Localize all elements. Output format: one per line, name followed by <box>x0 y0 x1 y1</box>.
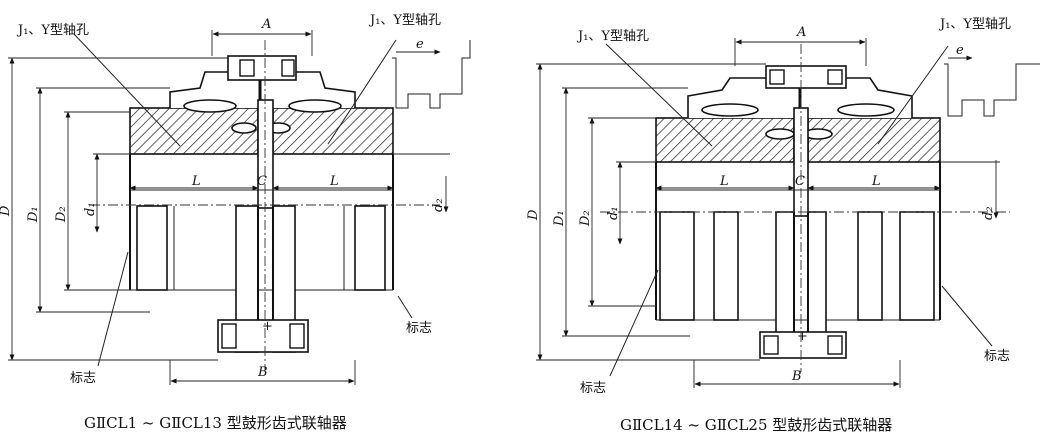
right-coupling-drawing: + <box>536 38 1040 388</box>
right-dim-C: C <box>795 174 805 189</box>
svg-text:+: + <box>797 329 808 344</box>
left-dim-d1: d₁ <box>83 202 98 216</box>
left-dim-A: A <box>261 17 271 32</box>
right-labels: J₁、Y型轴孔 J₁、Y型轴孔 A e C L L B D D₁ D₂ d₁ d… <box>526 17 1011 434</box>
right-dim-D1: D₁ <box>552 210 567 227</box>
right-mark-label-left: 标志 <box>580 381 606 396</box>
right-dim-A: A <box>796 25 806 40</box>
left-mark-label-left: 标志 <box>70 371 96 386</box>
left-hub-right-section <box>272 107 394 155</box>
right-shaft-label-right: J₁、Y型轴孔 <box>938 17 1011 32</box>
right-dim-B: B <box>791 369 802 384</box>
left-shaft-label-right: J₁、Y型轴孔 <box>368 13 441 28</box>
left-dim-B: B <box>257 365 268 380</box>
right-top-bolt <box>765 65 847 89</box>
left-center-flange <box>257 99 274 209</box>
left-mark-label-right: 标志 <box>406 321 432 336</box>
right-dim-L-right: L <box>871 174 881 189</box>
right-hub-right-section <box>807 117 941 163</box>
right-mark-label-right: 标志 <box>984 349 1010 364</box>
left-dim-d2: d₂ <box>431 198 446 212</box>
left-dim-L-right: L <box>329 174 339 189</box>
right-dim-L-left: L <box>719 174 729 189</box>
left-dim-L-left: L <box>191 174 201 189</box>
right-hub-left-section <box>655 117 795 163</box>
left-shaft-label-left: J₁、Y型轴孔 <box>16 23 89 38</box>
left-caption: GⅡCL1 ~ GⅡCL13 型鼓形齿式联轴器 <box>84 414 347 432</box>
right-dim-D: D <box>526 209 541 221</box>
right-dim-e: e <box>956 43 964 58</box>
right-shaft-label-left: J₁、Y型轴孔 <box>576 29 649 44</box>
svg-text:+: + <box>262 319 273 334</box>
left-labels: J₁、Y型轴孔 J₁、Y型轴孔 A e C L L B D D₁ D₂ d₁ d… <box>0 13 446 432</box>
left-dim-D1: D₁ <box>26 206 41 223</box>
right-dim-d1: d₁ <box>606 206 621 220</box>
left-dim-D: D <box>0 205 13 217</box>
right-caption: GⅡCL14 ~ GⅡCL25 型鼓形齿式联轴器 <box>620 416 892 434</box>
left-body <box>129 154 394 290</box>
left-coupling-drawing: + <box>8 30 471 385</box>
left-dim-e: e <box>416 37 424 52</box>
right-dim-D2: D₂ <box>578 210 593 227</box>
left-dim-D2: D₂ <box>54 206 69 223</box>
left-dim-C: C <box>257 174 267 189</box>
right-dim-d2: d₂ <box>981 206 996 220</box>
